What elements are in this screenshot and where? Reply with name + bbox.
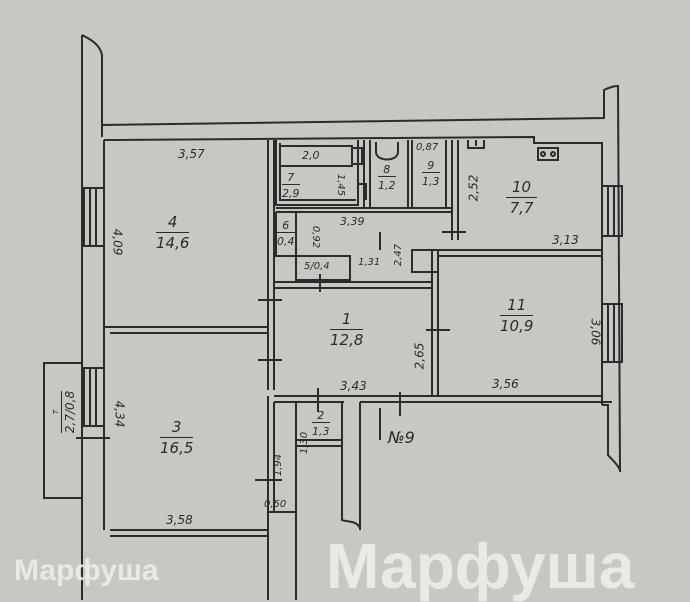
- dim-room1-width: 3,43: [340, 379, 367, 393]
- stair-label: №9: [388, 428, 415, 447]
- dim-room3-width: 3,58: [166, 513, 193, 527]
- dim-room5-width: 1,31: [358, 257, 381, 268]
- watermark-small: Марфуша: [14, 554, 159, 587]
- dim-room3-notch-width: 0,50: [264, 499, 287, 510]
- outer-wall-top: [101, 84, 621, 471]
- sink-icon: [467, 140, 485, 149]
- dim-room7-height: 1,45: [335, 173, 347, 197]
- window-room4: [83, 187, 105, 247]
- dim-hall-height: 2,47: [393, 243, 405, 267]
- dim-bath-length: 2,0: [302, 149, 320, 162]
- toilet-icon: [375, 142, 399, 161]
- room-5-label: 5/0,4: [304, 261, 330, 272]
- dim-kitchen-width: 3,13: [552, 233, 579, 247]
- window-room10: [601, 185, 623, 237]
- dim-wc-width: 0,87: [416, 142, 439, 153]
- dim-kitchen-height: 2,52: [466, 174, 481, 202]
- room-2-label: 2 1,3: [312, 409, 330, 438]
- room-1-label: 1 12,8: [330, 310, 364, 349]
- dim-room1-height: 2,65: [412, 342, 427, 370]
- room-8-label: 8 1,2: [378, 163, 396, 192]
- room-3-label: 3 16,5: [160, 418, 194, 457]
- balcony-label: т 2,7/0,8: [51, 390, 77, 434]
- dim-room6-height: 0,92: [310, 225, 322, 249]
- dim-room2-height: 1,30: [299, 431, 311, 455]
- room-6-label: 6 0,4: [277, 219, 295, 248]
- room-10-label: 10 7,7: [506, 180, 538, 216]
- dim-room3-notch-height: 1,94: [273, 453, 285, 477]
- dim-room11-height: 3,06: [588, 318, 603, 346]
- room-7-label: 7 2,9: [282, 171, 300, 200]
- stove-icon: [537, 147, 559, 161]
- dim-corridor-width: 3,39: [340, 215, 365, 228]
- watermark-large: Марфуша: [326, 530, 635, 602]
- room-11-label: 11 10,9: [500, 296, 534, 335]
- dim-room4-height: 4,09: [110, 228, 125, 256]
- window-room11: [601, 303, 623, 363]
- balcony-outline: [43, 362, 83, 499]
- room-4-label: 4 14,6: [156, 213, 190, 252]
- dim-room4-width: 3,57: [178, 147, 205, 161]
- bathtub-icon: [279, 145, 353, 167]
- dim-room3-height: 4,34: [112, 400, 127, 428]
- dim-room11-width: 3,56: [492, 377, 519, 391]
- window-room3: [83, 367, 105, 427]
- room-9-label: 9 1,3: [422, 159, 440, 188]
